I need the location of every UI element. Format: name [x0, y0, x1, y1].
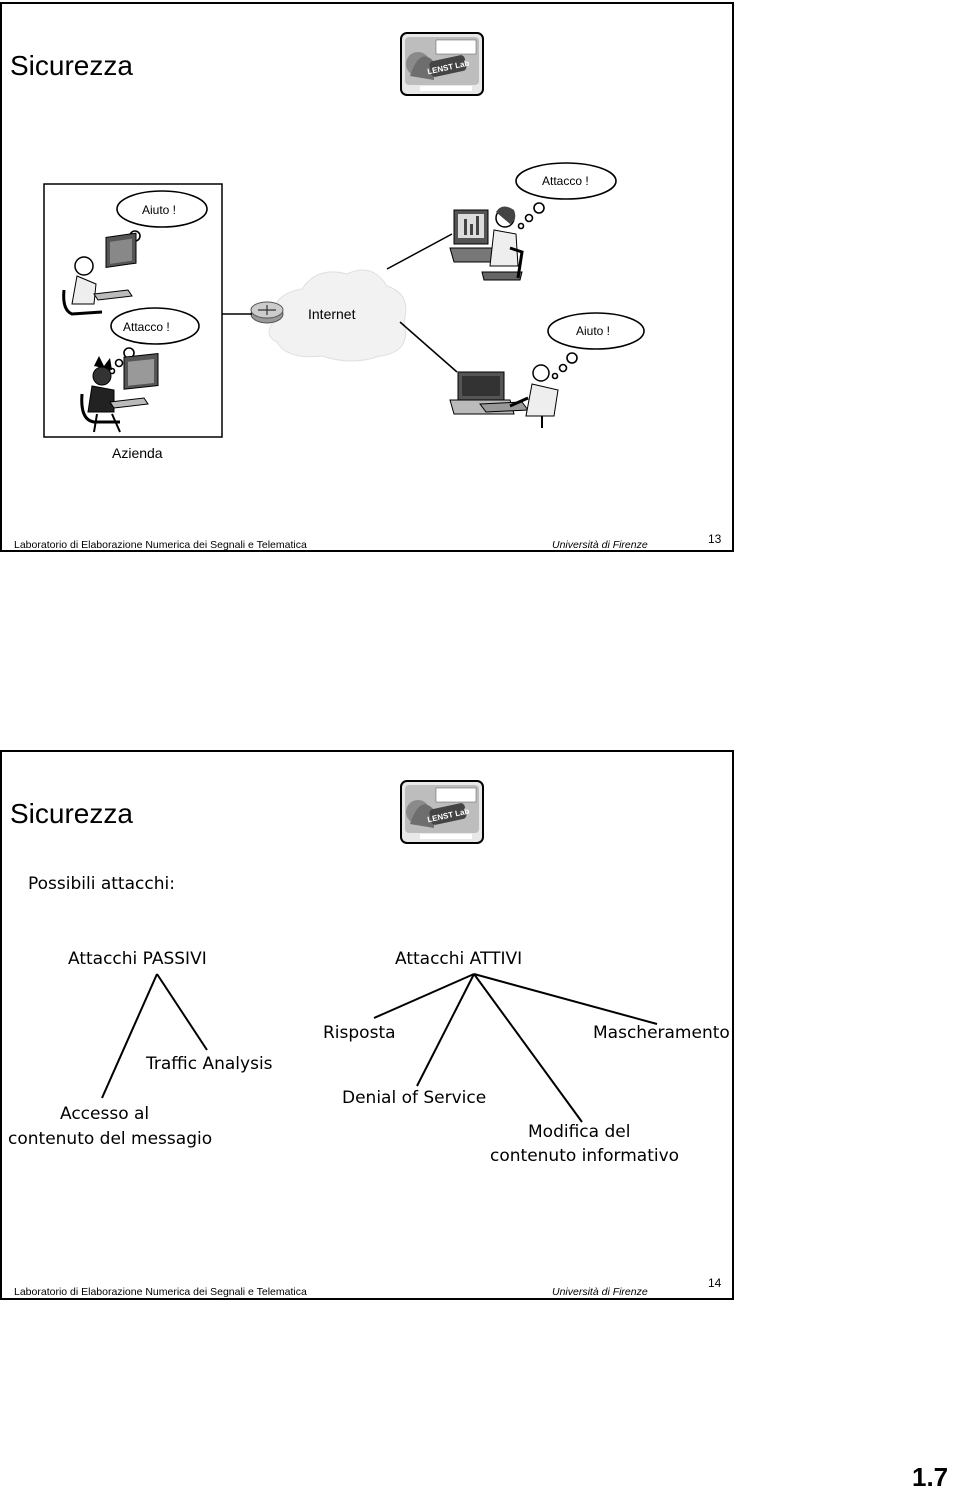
access-label-line1: Accesso al [60, 1104, 150, 1124]
bubble-text: Aiuto ! [576, 324, 611, 338]
bubble-attacco-mid [108, 307, 200, 375]
footer-university: Università di Firenze [552, 1286, 648, 1298]
azienda-label: Azienda [112, 445, 163, 461]
footer-university: Università di Firenze [552, 539, 648, 551]
access-label-line2: contenuto del messagio [8, 1129, 213, 1149]
modifica-label-line2: contenuto informativo [490, 1146, 680, 1166]
person-man-icon [449, 364, 559, 428]
bubble-text: Attacco ! [123, 320, 170, 334]
page-number: 13 [708, 532, 722, 546]
active-heading: Attacchi ATTIVI [395, 949, 523, 969]
bubble-attacco-top [515, 162, 617, 230]
document-page-number: 1.7 [912, 1462, 949, 1492]
slide-title: Sicurezza [10, 50, 133, 81]
attacker-icon [80, 353, 159, 433]
router-icon [250, 301, 284, 324]
modifica-label-line1: Modifica del [528, 1122, 631, 1142]
internet-label: Internet [308, 306, 356, 322]
passive-heading: Attacchi PASSIVI [68, 949, 207, 969]
subtitle: Possibili attacchi: [28, 874, 175, 894]
lenst-lab-logo: LENST Lab [400, 780, 484, 844]
mascheramento-label: Mascheramento [593, 1023, 730, 1043]
slide-14: Sicurezza LENST Lab Possibili attacchi: … [0, 750, 734, 1300]
bubble-text: Aiuto ! [142, 203, 177, 217]
footer-lab: Laboratorio di Elaborazione Numerica dei… [14, 1286, 307, 1298]
network-diagram [43, 162, 645, 438]
slide-13: Sicurezza LENST Lab [0, 2, 734, 552]
internet-cloud [268, 269, 407, 362]
bubble-text: Attacco ! [542, 174, 589, 188]
dos-label: Denial of Service [342, 1088, 487, 1108]
person-woman-icon [449, 206, 524, 281]
person-user-icon [62, 232, 137, 316]
slide-title: Sicurezza [10, 798, 133, 829]
page-number: 14 [708, 1276, 722, 1290]
bubble-aiuto-mid [547, 312, 645, 380]
lenst-lab-logo: LENST Lab [400, 32, 484, 96]
footer-lab: Laboratorio di Elaborazione Numerica dei… [14, 539, 307, 551]
traffic-analysis-label: Traffic Analysis [146, 1054, 273, 1074]
attack-tree [101, 973, 658, 1123]
risposta-label: Risposta [323, 1023, 396, 1043]
